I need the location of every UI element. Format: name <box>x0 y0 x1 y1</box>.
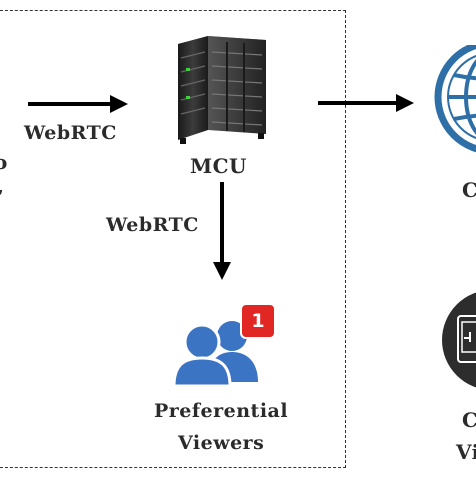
server-label-mcu: MCU <box>190 154 247 178</box>
users-group-icon <box>172 321 258 388</box>
mcu-boundary-frame <box>0 10 346 468</box>
arrow-label-webrtc-top: WebRTC <box>24 122 117 144</box>
arrow-to-viewers <box>213 182 231 280</box>
right-partial-label-bottom-1: C <box>462 408 476 432</box>
arrow-to-mcu <box>28 95 128 113</box>
left-partial-label-top: o <box>0 150 8 174</box>
viewers-label-line2: Viewers <box>178 432 265 454</box>
left-partial-label-bottom: , <box>0 174 4 198</box>
right-partial-label-top: C <box>462 178 476 202</box>
phone-device-icon <box>442 292 476 388</box>
arrow-label-webrtc-down: WebRTC <box>106 214 199 236</box>
globe-icon <box>434 45 476 153</box>
server-rack-icon <box>178 36 266 144</box>
viewers-label-line1: Preferential <box>154 400 289 422</box>
right-partial-label-bottom-2: Vi <box>456 440 476 464</box>
arrow-to-cdn <box>318 94 414 112</box>
notification-badge: 1 <box>240 303 276 339</box>
